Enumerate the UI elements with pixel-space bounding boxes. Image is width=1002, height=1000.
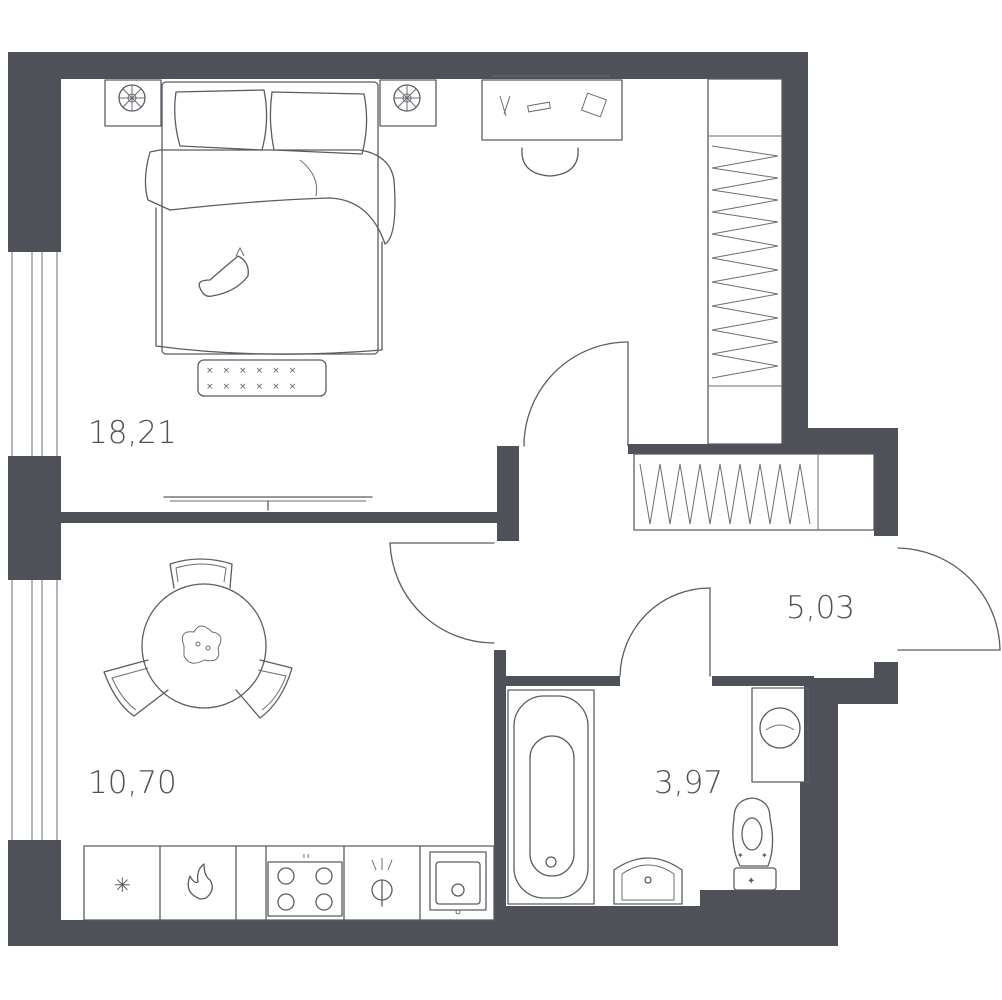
wall-bath-bottom xyxy=(494,906,814,920)
window-bedroom xyxy=(11,252,58,456)
wall-bath-top-right xyxy=(712,676,812,686)
wall-bed-kitchen xyxy=(61,512,497,523)
kitchen-furniture: ✳ xyxy=(83,558,495,921)
wall-left-middle xyxy=(8,456,35,580)
wall-right-lower xyxy=(812,678,838,946)
double-bed xyxy=(144,81,396,355)
windows xyxy=(11,252,58,840)
nightstand-right xyxy=(379,79,437,127)
area-bathroom: 3,97 xyxy=(654,765,723,801)
svg-text:✦: ✦ xyxy=(761,851,768,860)
dining-table xyxy=(103,558,293,719)
area-hall: 5,03 xyxy=(786,590,855,626)
wall-left-inner-top xyxy=(35,52,61,252)
area-kitchen: 10,70 xyxy=(88,765,177,801)
wall-left-top xyxy=(8,52,35,252)
doors xyxy=(389,341,1001,677)
wall-bath-top-left xyxy=(494,676,620,686)
wall-bath-shaft-side xyxy=(800,782,812,892)
svg-text:× × × × ×: × × × × × × xyxy=(206,366,296,376)
toilet: ✦ ✦ ✦ xyxy=(732,797,777,891)
door-kitchen xyxy=(389,542,495,644)
hall-furniture xyxy=(633,453,875,531)
wall-bath-shaft xyxy=(700,890,810,906)
bathtub xyxy=(507,689,595,905)
wall-left-inner-mid xyxy=(35,456,61,580)
nightstand-left xyxy=(104,79,162,127)
snowflake-icon: ✳ xyxy=(114,873,131,897)
washing-machine xyxy=(751,687,809,783)
stove xyxy=(267,854,343,917)
wall-right-upper xyxy=(782,52,808,452)
wardrobe-bedroom xyxy=(707,78,783,445)
wall-top xyxy=(8,52,808,79)
wall-hall-column xyxy=(497,446,519,541)
area-bedroom: 18,21 xyxy=(88,415,177,451)
tv xyxy=(163,496,373,511)
wardrobe-hall xyxy=(633,453,875,531)
door-bathroom xyxy=(619,587,711,677)
kitchen-faucet xyxy=(371,858,393,907)
svg-text:✦: ✦ xyxy=(747,876,755,887)
fridge: ✳ xyxy=(114,873,131,897)
area-labels: 18,21 10,70 5,03 3,97 xyxy=(88,415,855,801)
svg-text:× × × × ×: × × × × × × xyxy=(206,382,296,392)
wall-bottom xyxy=(8,920,838,946)
walls xyxy=(8,52,898,946)
wall-wardrobe-top xyxy=(628,444,782,454)
bathroom-furniture: ✦ ✦ ✦ xyxy=(507,687,809,905)
svg-text:✦: ✦ xyxy=(737,851,744,860)
rug: × × × × × × × × × × × × xyxy=(197,359,327,397)
door-bedroom xyxy=(523,341,629,447)
desk xyxy=(481,75,623,177)
gas-meter xyxy=(187,863,213,900)
window-kitchen xyxy=(11,580,58,840)
door-entrance xyxy=(897,547,1001,651)
wall-bath-left xyxy=(494,650,506,920)
bedroom-furniture: × × × × × × × × × × × × xyxy=(104,75,783,511)
washbasin xyxy=(613,857,683,905)
kitchen-counters xyxy=(83,845,495,921)
wall-right-pillar-top xyxy=(874,428,898,536)
flame-icon xyxy=(187,863,213,900)
kitchen-sink xyxy=(429,851,487,915)
